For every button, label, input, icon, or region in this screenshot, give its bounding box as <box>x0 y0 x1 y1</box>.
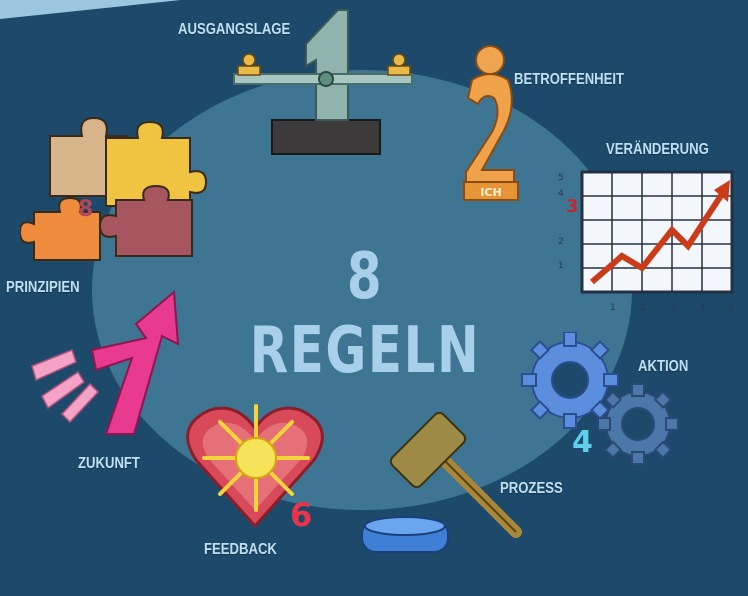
rule-label-veraenderung: VERÄNDERUNG <box>606 141 709 158</box>
gavel-icon <box>361 411 522 553</box>
person-number-two-icon: ICH <box>463 45 519 201</box>
svg-text:8: 8 <box>78 197 93 222</box>
svg-text:4: 4 <box>572 425 593 460</box>
svg-text:2: 2 <box>640 303 646 313</box>
svg-text:1: 1 <box>558 261 564 271</box>
diagram-title: 8 REGELN <box>249 240 481 388</box>
rule-label-prinzipien: PRINZIPIEN <box>6 279 80 296</box>
rising-chart-icon: 3 5 4 2 1 1 2 3 4 5 <box>558 170 734 313</box>
rule-label-zukunft: ZUKUNFT <box>78 455 140 472</box>
pink-arrow-seven-icon <box>31 289 180 435</box>
rule-label-ausgangslage: AUSGANGSLAGE <box>178 21 291 38</box>
heart-sun-icon: 6 <box>186 404 324 534</box>
svg-text:3: 3 <box>670 303 676 313</box>
svg-text:5: 5 <box>728 303 734 313</box>
svg-text:1: 1 <box>610 303 616 313</box>
puzzle-pieces-icon: 8 <box>20 116 208 261</box>
rule-label-prozess: PROZESS <box>500 480 563 497</box>
rule-label-aktion: AKTION <box>638 358 689 375</box>
rule-label-feedback: FEEDBACK <box>204 541 277 558</box>
svg-text:2: 2 <box>558 237 564 247</box>
svg-text:6: 6 <box>290 496 312 534</box>
gears-icon: 4 <box>521 332 679 465</box>
svg-text:ICH: ICH <box>480 186 501 199</box>
number-one-scale-icon <box>233 9 413 155</box>
corner-banner <box>0 0 182 20</box>
svg-text:5: 5 <box>558 173 564 183</box>
rule-label-betroffenheit: BETROFFENHEIT <box>514 71 625 88</box>
svg-text:3: 3 <box>566 196 579 217</box>
svg-text:4: 4 <box>700 303 706 313</box>
svg-text:4: 4 <box>558 189 564 199</box>
